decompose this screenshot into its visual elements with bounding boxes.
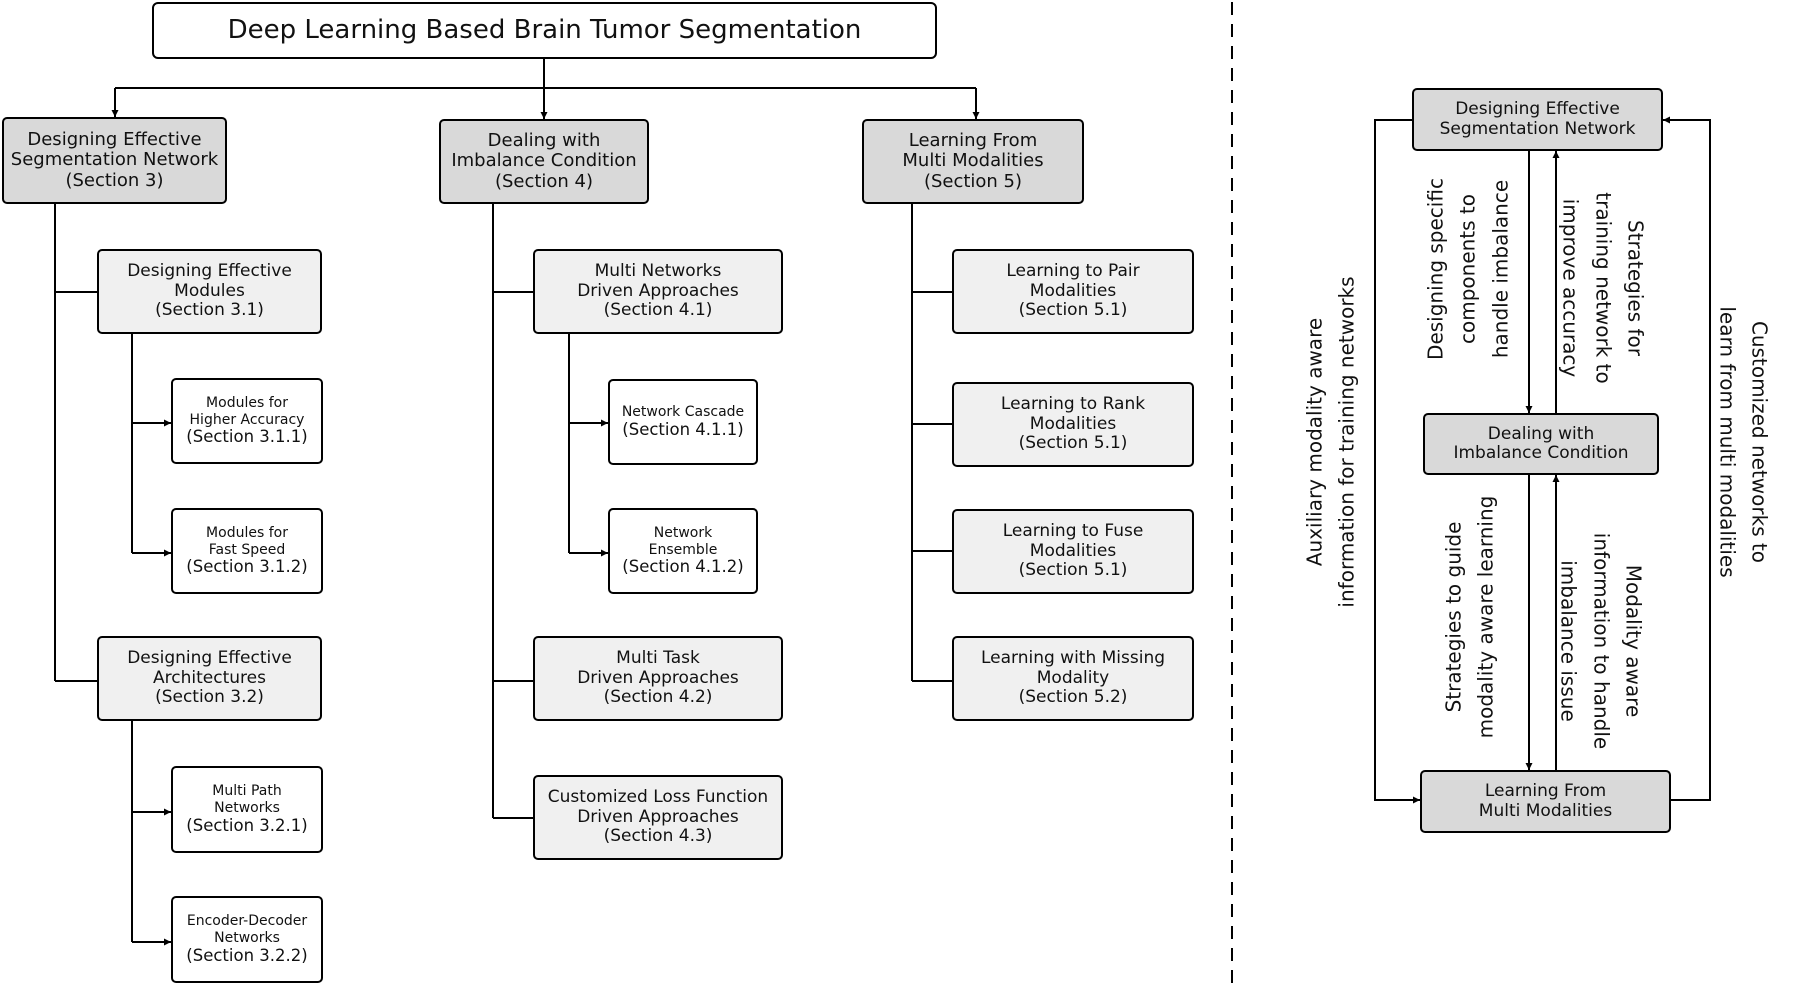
category-section: (Section 3) xyxy=(65,169,164,191)
subcategory-multi-networks-box: Multi Networks Driven Approaches (Sectio… xyxy=(533,249,783,334)
category-section: (Section 4) xyxy=(494,170,594,192)
category-label-line: Imbalance Condition xyxy=(451,150,637,172)
topic-section: (Section 3.2.2) xyxy=(186,945,308,965)
topic-label-line: Ensemble xyxy=(648,541,718,558)
subcategory-label-line: Designing Effective xyxy=(127,261,292,282)
relation-label-line: Multi Modalities xyxy=(1478,800,1613,821)
topic-network-ensemble-box: Network Ensemble (Section 4.1.2) xyxy=(608,508,758,594)
category-label-line: Designing Effective xyxy=(27,128,202,150)
subcategory-label-line: Learning to Fuse xyxy=(1002,521,1144,542)
topic-network-cascade-box: Network Cascade (Section 4.1.1) xyxy=(608,379,758,465)
relation-label-line: Imbalance Condition xyxy=(1453,443,1629,463)
subcategory-pair-box: Learning to Pair Modalities (Section 5.1… xyxy=(952,249,1194,334)
topic-section: (Section 4.1.1) xyxy=(622,420,744,439)
category-label-line: Learning From xyxy=(908,129,1038,151)
topic-label-line: Fast Speed xyxy=(208,541,286,558)
subcategory-section: (Section 4.3) xyxy=(603,826,713,847)
category-label-line: Segmentation Network xyxy=(10,149,219,171)
relation-imbalance-box: Dealing with Imbalance Condition xyxy=(1423,413,1659,475)
subcategory-section: (Section 3.2) xyxy=(155,687,264,708)
topic-section: (Section 4.1.2) xyxy=(622,557,744,577)
subcategory-section: (Section 4.2) xyxy=(603,687,713,708)
subcategory-label-line: Driven Approaches xyxy=(577,280,739,301)
topic-encoder-decoder-box: Encoder-Decoder Networks (Section 3.2.2) xyxy=(171,896,323,983)
topic-label-line: Modules for xyxy=(206,394,288,411)
subcategory-section: (Section 5.1) xyxy=(1018,300,1128,321)
topic-label-line: Modules for xyxy=(206,524,288,541)
relation-label-line: Designing Effective xyxy=(1455,99,1620,120)
topic-section: (Section 3.1.2) xyxy=(186,557,308,577)
topic-multi-path-box: Multi Path Networks (Section 3.2.1) xyxy=(171,766,323,853)
subcategory-label-line: Multi Networks xyxy=(594,261,722,282)
subcategory-label-line: Modules xyxy=(174,280,245,301)
subcategory-label-line: Driven Approaches xyxy=(577,806,739,827)
root-title-box: Deep Learning Based Brain Tumor Segmenta… xyxy=(152,2,937,59)
subcategory-label-line: Modalities xyxy=(1029,280,1117,301)
category-section: (Section 5) xyxy=(923,170,1023,192)
category-modalities-box: Learning From Multi Modalities (Section … xyxy=(862,119,1084,204)
subcategory-label-line: Learning to Rank xyxy=(1000,394,1146,415)
topic-section: (Section 3.1.1) xyxy=(186,427,308,447)
topic-fast-speed-box: Modules for Fast Speed (Section 3.1.2) xyxy=(171,508,323,594)
topic-label-line: Networks xyxy=(214,930,280,947)
category-label-line: Dealing with xyxy=(487,129,601,151)
network-to-modalities-loop-arrow xyxy=(1374,119,1420,804)
subcategory-section: (Section 4.1) xyxy=(603,300,713,321)
edge-label-network-to-imbalance: Designing specific components to handle … xyxy=(1423,178,1513,360)
edge-label-network-to-modalities: Auxiliary modality aware information for… xyxy=(1302,276,1359,608)
root-title: Deep Learning Based Brain Tumor Segmenta… xyxy=(227,14,862,45)
subcategory-section: (Section 3.1) xyxy=(155,300,264,321)
subcategory-label-line: Modality xyxy=(1036,667,1110,688)
topic-higher-accuracy-box: Modules for Higher Accuracy (Section 3.1… xyxy=(171,378,323,464)
subcategory-multi-task-box: Multi Task Driven Approaches (Section 4.… xyxy=(533,636,783,721)
topic-label-line: Encoder-Decoder xyxy=(186,913,308,930)
subcategory-loss-function-box: Customized Loss Function Driven Approach… xyxy=(533,775,783,860)
subcategory-fuse-box: Learning to Fuse Modalities (Section 5.1… xyxy=(952,509,1194,594)
subcategory-label-line: Customized Loss Function xyxy=(547,787,769,808)
subcategory-label-line: Learning with Missing xyxy=(980,648,1166,669)
category-label-line: Multi Modalities xyxy=(902,150,1044,172)
subcategory-section: (Section 5.1) xyxy=(1018,433,1128,454)
subcategory-label-line: Driven Approaches xyxy=(577,667,739,688)
subcategory-label-line: Learning to Pair xyxy=(1006,261,1140,282)
subcategory-label-line: Modalities xyxy=(1029,540,1117,561)
topic-label-line: Network Cascade xyxy=(621,404,745,421)
relation-label-line: Dealing with xyxy=(1487,423,1595,444)
subcategory-modules-box: Designing Effective Modules (Section 3.1… xyxy=(97,249,322,334)
topic-label-line: Networks xyxy=(214,800,280,817)
subcategory-missing-box: Learning with Missing Modality (Section … xyxy=(952,636,1194,721)
topic-label-line: Multi Path xyxy=(212,783,282,800)
subcategory-label-line: Architectures xyxy=(153,667,266,688)
topic-label-line: Higher Accuracy xyxy=(189,411,305,428)
subcategory-label-line: Modalities xyxy=(1029,413,1117,434)
relation-label-line: Segmentation Network xyxy=(1439,118,1636,139)
subcategory-architectures-box: Designing Effective Architectures (Secti… xyxy=(97,636,322,721)
modalities-to-network-loop-arrow xyxy=(1663,116,1711,801)
edge-label-imbalance-to-network: Strategies for training network to impro… xyxy=(1558,192,1648,384)
edge-label-imbalance-to-modalities: Strategies to guide modality aware learn… xyxy=(1441,495,1498,739)
subcategory-rank-box: Learning to Rank Modalities (Section 5.1… xyxy=(952,382,1194,467)
topic-label-line: Network xyxy=(653,524,713,541)
relation-network-box: Designing Effective Segmentation Network xyxy=(1412,88,1663,151)
subcategory-section: (Section 5.2) xyxy=(1018,687,1128,708)
subcategory-label-line: Multi Task xyxy=(616,648,700,669)
relation-label-line: Learning From xyxy=(1484,781,1607,802)
category-imbalance-box: Dealing with Imbalance Condition (Sectio… xyxy=(439,119,649,204)
edge-label-modalities-to-imbalance: Modality aware information to handle imb… xyxy=(1556,532,1646,750)
topic-section: (Section 3.2.1) xyxy=(186,815,308,835)
edge-label-modalities-to-network: Customized networks to learn from multi … xyxy=(1715,306,1772,578)
subcategory-label-line: Designing Effective xyxy=(127,648,292,669)
relation-modalities-box: Learning From Multi Modalities xyxy=(1420,770,1671,833)
category-network-box: Designing Effective Segmentation Network… xyxy=(2,117,227,204)
subcategory-section: (Section 5.1) xyxy=(1018,560,1128,581)
